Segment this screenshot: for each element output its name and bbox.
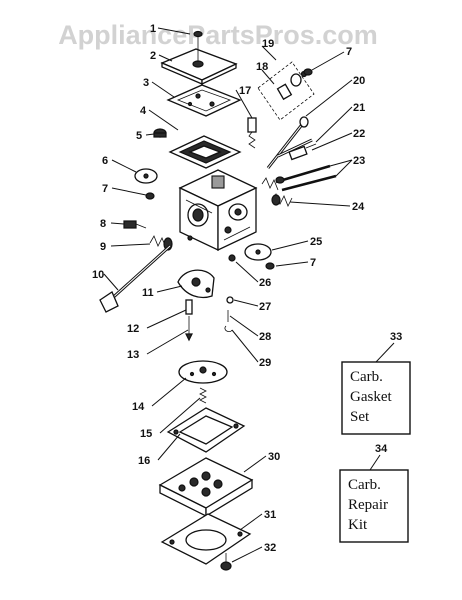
callout-5: 5: [136, 130, 142, 142]
leader-lines: [103, 27, 395, 563]
callout-26: 26: [259, 277, 271, 289]
part-26-bead[interactable]: [228, 254, 236, 262]
repair-kit-box[interactable]: Carb. Repair Kit: [339, 469, 409, 543]
part-21-adjust-screw[interactable]: [277, 138, 313, 158]
gasket-set-box[interactable]: Carb. Gasket Set: [341, 361, 411, 435]
callout-10: 10: [92, 269, 104, 281]
callout-29: 29: [259, 357, 271, 369]
callout-27: 27: [259, 301, 271, 313]
callout-7-right: 7: [310, 257, 316, 269]
callout-1: 1: [150, 23, 156, 35]
part-15-spring[interactable]: [199, 387, 207, 404]
callout-13: 13: [127, 349, 139, 361]
callout-25: 25: [310, 236, 322, 248]
part-17-fitting[interactable]: [247, 117, 257, 149]
part-27-check[interactable]: [226, 296, 234, 304]
repair-kit-line1: Carb.: [348, 477, 381, 493]
part-10-throttle-shaft[interactable]: [99, 244, 172, 313]
callout-17: 17: [239, 85, 251, 97]
part-1-screw[interactable]: [193, 30, 203, 63]
callout-numbers: 1 2 3 4 5 6 7 8 9 10 11 12 13 14 15 16 1…: [92, 23, 402, 554]
callout-12: 12: [127, 323, 139, 335]
part-3-diaphragm[interactable]: [166, 84, 242, 117]
repair-kit-line2: Repair: [348, 497, 388, 513]
part-6-disc[interactable]: [134, 168, 158, 184]
part-13-pin[interactable]: [185, 316, 193, 342]
callout-19: 19: [262, 38, 274, 50]
part-23-needles[interactable]: [261, 164, 337, 192]
part-7-screw-left[interactable]: [145, 192, 155, 200]
part-14-metering-diaphragm[interactable]: [178, 360, 228, 384]
part-25-disc[interactable]: [244, 243, 272, 261]
callout-18: 18: [256, 61, 268, 73]
callout-8: 8: [100, 218, 106, 230]
part-2-cover-plate[interactable]: [160, 48, 238, 86]
part-8-screw[interactable]: [123, 220, 147, 229]
callout-30: 30: [268, 451, 280, 463]
callout-11: 11: [142, 287, 154, 299]
callout-7-left: 7: [102, 183, 108, 195]
part-32-screw[interactable]: [220, 553, 232, 571]
gasket-set-line3: Set: [350, 409, 370, 425]
part-12-needle[interactable]: [185, 299, 193, 315]
part-11-lever[interactable]: [177, 269, 215, 299]
callout-15: 15: [140, 428, 152, 440]
callout-28: 28: [259, 331, 271, 343]
callout-2: 2: [150, 50, 156, 62]
part-22-fitting[interactable]: [288, 143, 317, 161]
callout-23: 23: [353, 155, 365, 167]
part-7-screw-top[interactable]: [303, 68, 313, 76]
part-24-spring[interactable]: [271, 193, 293, 207]
callout-22: 22: [353, 128, 365, 140]
callout-3: 3: [143, 77, 149, 89]
part-4-gasket[interactable]: [168, 135, 242, 169]
callout-7-top: 7: [346, 46, 352, 58]
callout-14: 14: [132, 401, 145, 413]
repair-kit-line3: Kit: [348, 517, 368, 533]
callout-16: 16: [138, 455, 150, 467]
part-7-screw-right[interactable]: [265, 262, 275, 270]
part-20-needle-long[interactable]: [266, 116, 309, 169]
part-29-clip[interactable]: [224, 325, 233, 333]
callout-21: 21: [353, 102, 365, 114]
carburetor-body[interactable]: [178, 169, 258, 252]
callout-20: 20: [353, 75, 365, 87]
callout-6: 6: [102, 155, 108, 167]
callout-33: 33: [390, 331, 402, 343]
gasket-set-line1: Carb.: [350, 369, 383, 385]
callout-24: 24: [352, 201, 365, 213]
callout-9: 9: [100, 241, 106, 253]
callout-31: 31: [264, 509, 276, 521]
callout-4: 4: [140, 105, 147, 117]
callout-34: 34: [375, 443, 388, 455]
part-5-cap[interactable]: [153, 128, 167, 138]
watermark-text: AppliancePartsPros.com: [58, 20, 378, 50]
callout-32: 32: [264, 542, 276, 554]
part-31-gasket[interactable]: [160, 513, 252, 565]
part-16-gasket[interactable]: [166, 407, 246, 453]
part-30-pump-body[interactable]: [158, 457, 254, 518]
gasket-set-line2: Gasket: [350, 389, 392, 405]
